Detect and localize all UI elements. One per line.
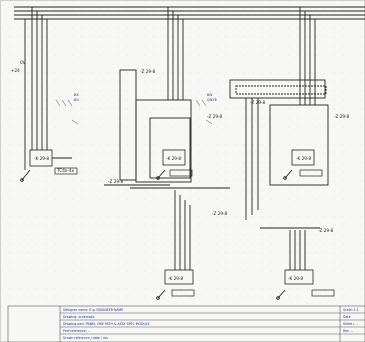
center-wire-label-2: GNYE (207, 98, 218, 102)
right-component-label: -K 29-8 (296, 156, 311, 161)
interconnect-wiring (229, 79, 327, 220)
title-row-2: Drawing: schematic (63, 315, 95, 319)
title-right-3: Sheet / ... (343, 322, 358, 326)
title-row-5: Drawn reference / date / rev (63, 336, 108, 340)
right-feeder (269, 7, 329, 186)
left-component-label: -K 29-8 (34, 156, 49, 161)
title-block (7, 305, 365, 342)
left-wire-label: BK (74, 93, 79, 97)
lower-right-feeder (260, 227, 335, 300)
title-row-1: Designer name: E.g. ENGINEER NAME (63, 308, 123, 312)
left-rail-b-label: 0V (20, 60, 26, 65)
center-tag-2: -Z 29-8 (207, 114, 223, 119)
center-feeder (104, 7, 193, 186)
interconnect-tag: -Z 29-8 (250, 100, 266, 105)
center-component-label: -K 29-8 (166, 156, 181, 161)
lower-right-tag: -Z 29-8 (318, 228, 334, 233)
top-bus-bars (14, 6, 365, 20)
title-right-4: Rev ... (343, 329, 353, 333)
left-rail-a-label: +24 (11, 68, 20, 73)
lower-center-tag: -Z 29-8 (212, 211, 228, 216)
center-wire-label: BN (207, 93, 212, 97)
title-right-2: Date (343, 315, 351, 319)
title-row-4: Part reference: ... (63, 329, 91, 333)
center-tag-3: -Z 29-8 (108, 179, 124, 184)
left-contacts (55, 99, 79, 125)
center-tag-1: -Z 29-8 (140, 69, 156, 74)
left-wire-label-2: BU (74, 98, 79, 102)
title-row-3: Drawing part: PANEL ONE PATH & ASSY SPEC… (63, 322, 150, 326)
lower-center-feeder (130, 187, 230, 300)
center-contacts (195, 99, 213, 125)
left-feeder (20, 7, 78, 182)
right-tag-1: -Z 29-8 (334, 114, 350, 119)
left-box-label: TC4x-4x (56, 168, 75, 173)
lower-center-component: -K 29-8 (168, 276, 183, 281)
title-right-1: Scale: 1:1 (343, 308, 359, 312)
lower-right-component: -K 29-8 (288, 276, 303, 281)
